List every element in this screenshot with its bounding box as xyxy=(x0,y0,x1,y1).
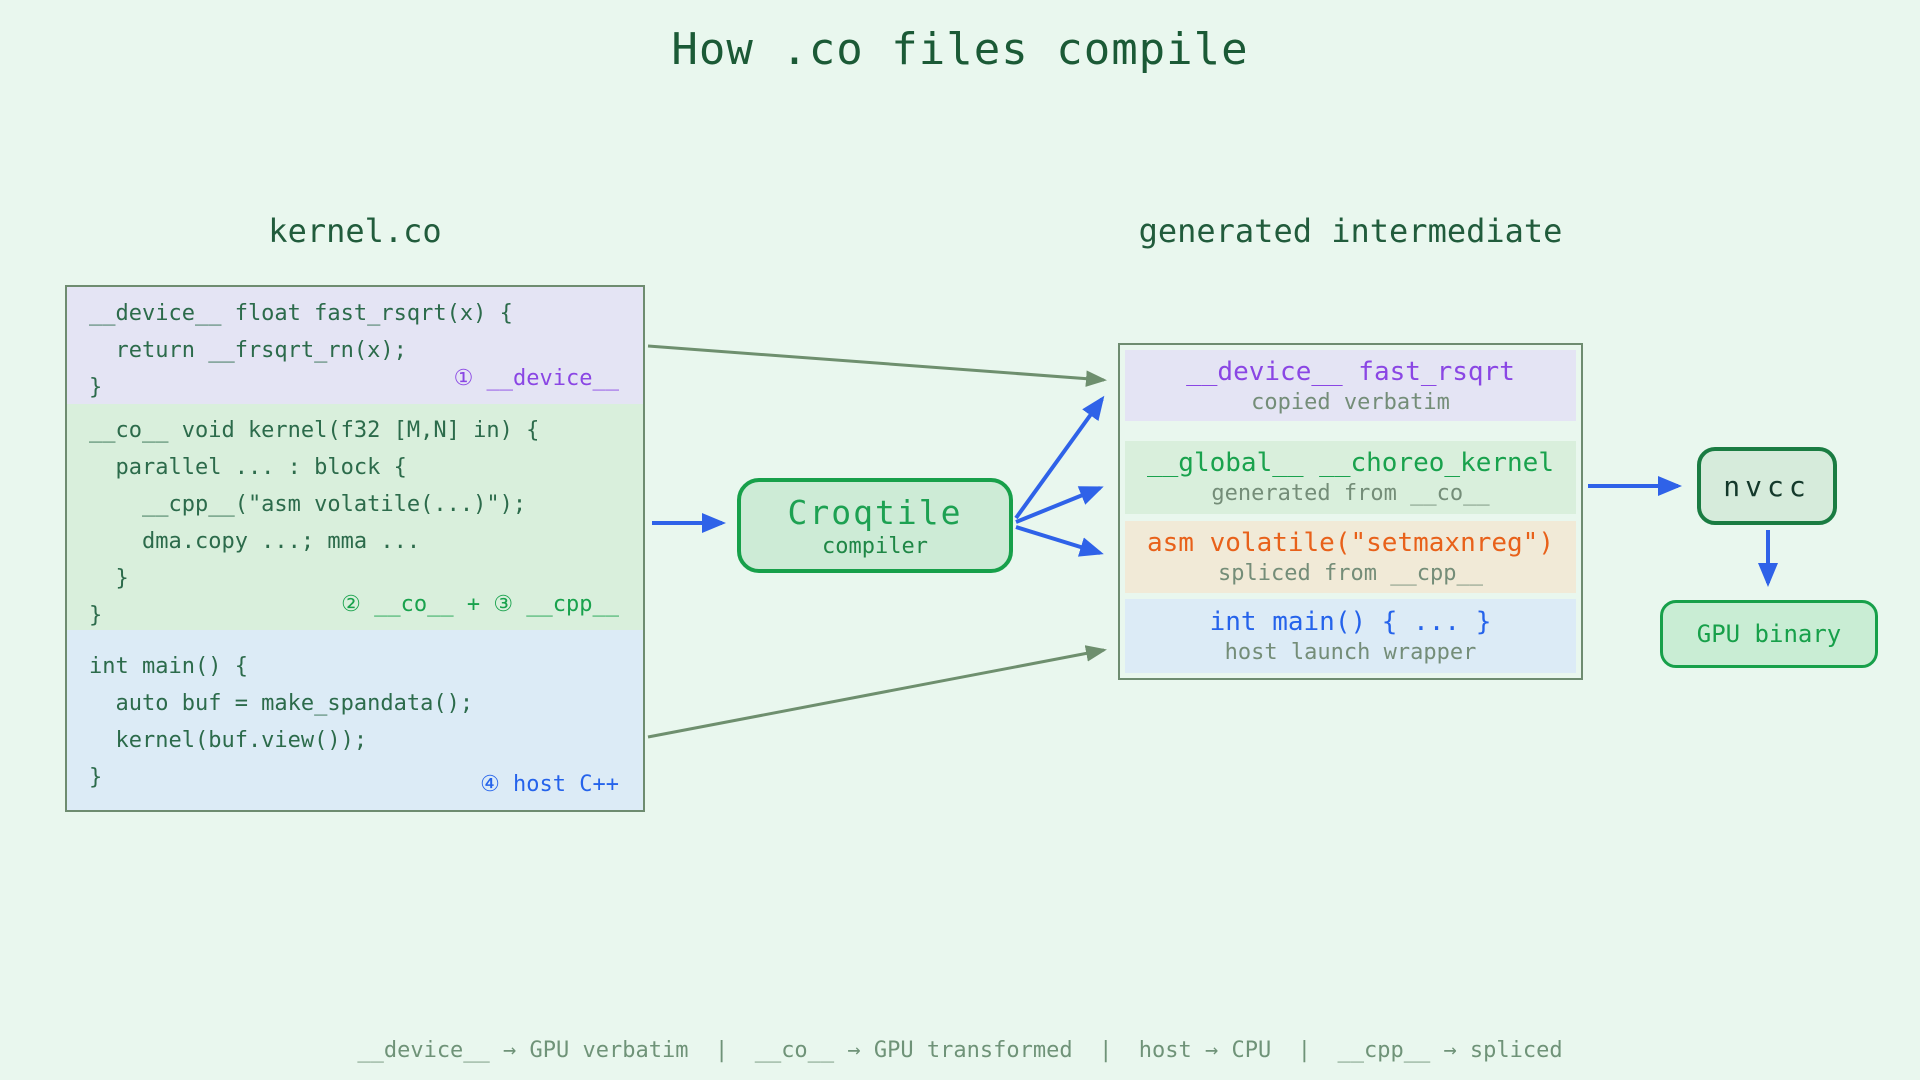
page-title: How .co files compile xyxy=(671,24,1249,75)
intermediate-box: __device__ fast_rsqrt copied verbatim __… xyxy=(1118,343,1583,680)
code-line: __co__ void kernel(f32 [M,N] in) { xyxy=(89,418,540,443)
gpu-binary-label: GPU binary xyxy=(1696,620,1842,648)
code-line: return __frsqrt_rn(x); xyxy=(89,338,407,363)
source-device-section: __device__ float fast_rsqrt(x) { return … xyxy=(67,287,643,404)
code-line: __device__ float fast_rsqrt(x) { xyxy=(89,301,513,326)
row-sub-text: generated from __co__ xyxy=(1211,481,1490,507)
arrow-device-verbatim xyxy=(647,344,1107,387)
source-code-box: __device__ float fast_rsqrt(x) { return … xyxy=(65,285,645,812)
code-line: dma.copy ...; mma ... xyxy=(89,529,421,554)
intermediate-device-row: __device__ fast_rsqrt copied verbatim xyxy=(1125,350,1576,422)
gpu-binary-node: GPU binary xyxy=(1660,600,1878,668)
code-line: kernel(buf.view()); xyxy=(89,728,368,753)
code-line: int main() { xyxy=(89,654,248,679)
arrow-compiler-to-device-row xyxy=(1014,395,1105,520)
code-line: } xyxy=(89,375,103,400)
co-cpp-badge: ② __co__ + ③ __cpp__ xyxy=(341,592,619,617)
row-sub-text: copied verbatim xyxy=(1251,389,1450,415)
intermediate-heading: generated intermediate xyxy=(1138,212,1563,250)
croqtile-compiler-node: Croqtile compiler xyxy=(737,478,1013,573)
nvcc-node: nvcc xyxy=(1697,447,1837,525)
code-line: parallel ... : block { xyxy=(89,455,407,480)
source-file-heading: kernel.co xyxy=(268,212,442,250)
code-line: } xyxy=(89,566,129,591)
code-line: auto buf = make_spandata(); xyxy=(89,691,474,716)
compiler-subtitle: compiler xyxy=(822,533,928,559)
legend: __device__ → GPU verbatim | __co__ → GPU… xyxy=(357,1038,1563,1063)
device-badge: ① __device__ xyxy=(453,366,619,391)
row-main-text: __global__ __choreo_kernel xyxy=(1147,448,1554,479)
host-badge: ④ host C++ xyxy=(480,772,619,797)
code-line: } xyxy=(89,603,103,628)
arrow-compiler-to-global-row xyxy=(1015,486,1104,524)
code-line: } xyxy=(89,765,103,790)
row-sub-text: spliced from __cpp__ xyxy=(1218,560,1483,586)
row-main-text: int main() { ... } xyxy=(1209,606,1492,637)
row-main-text: asm volatile("setmaxnreg") xyxy=(1147,527,1554,558)
intermediate-asm-row: asm volatile("setmaxnreg") spliced from … xyxy=(1125,520,1576,593)
row-main-text: __device__ fast_rsqrt xyxy=(1186,356,1515,387)
source-host-section: int main() { auto buf = make_spandata();… xyxy=(67,630,643,810)
intermediate-main-row: int main() { ... } host launch wrapper xyxy=(1125,598,1576,673)
source-co-section: __co__ void kernel(f32 [M,N] in) { paral… xyxy=(67,404,643,630)
code-line: __cpp__("asm volatile(...)"); xyxy=(89,492,527,517)
row-sub-text: host launch wrapper xyxy=(1224,639,1477,665)
arrow-host-verbatim xyxy=(647,645,1107,739)
compiler-name: Croqtile xyxy=(787,492,963,532)
arrow-compiler-to-asm-row xyxy=(1015,525,1104,557)
nvcc-label: nvcc xyxy=(1723,469,1811,503)
intermediate-global-row: __global__ __choreo_kernel generated fro… xyxy=(1125,441,1576,514)
